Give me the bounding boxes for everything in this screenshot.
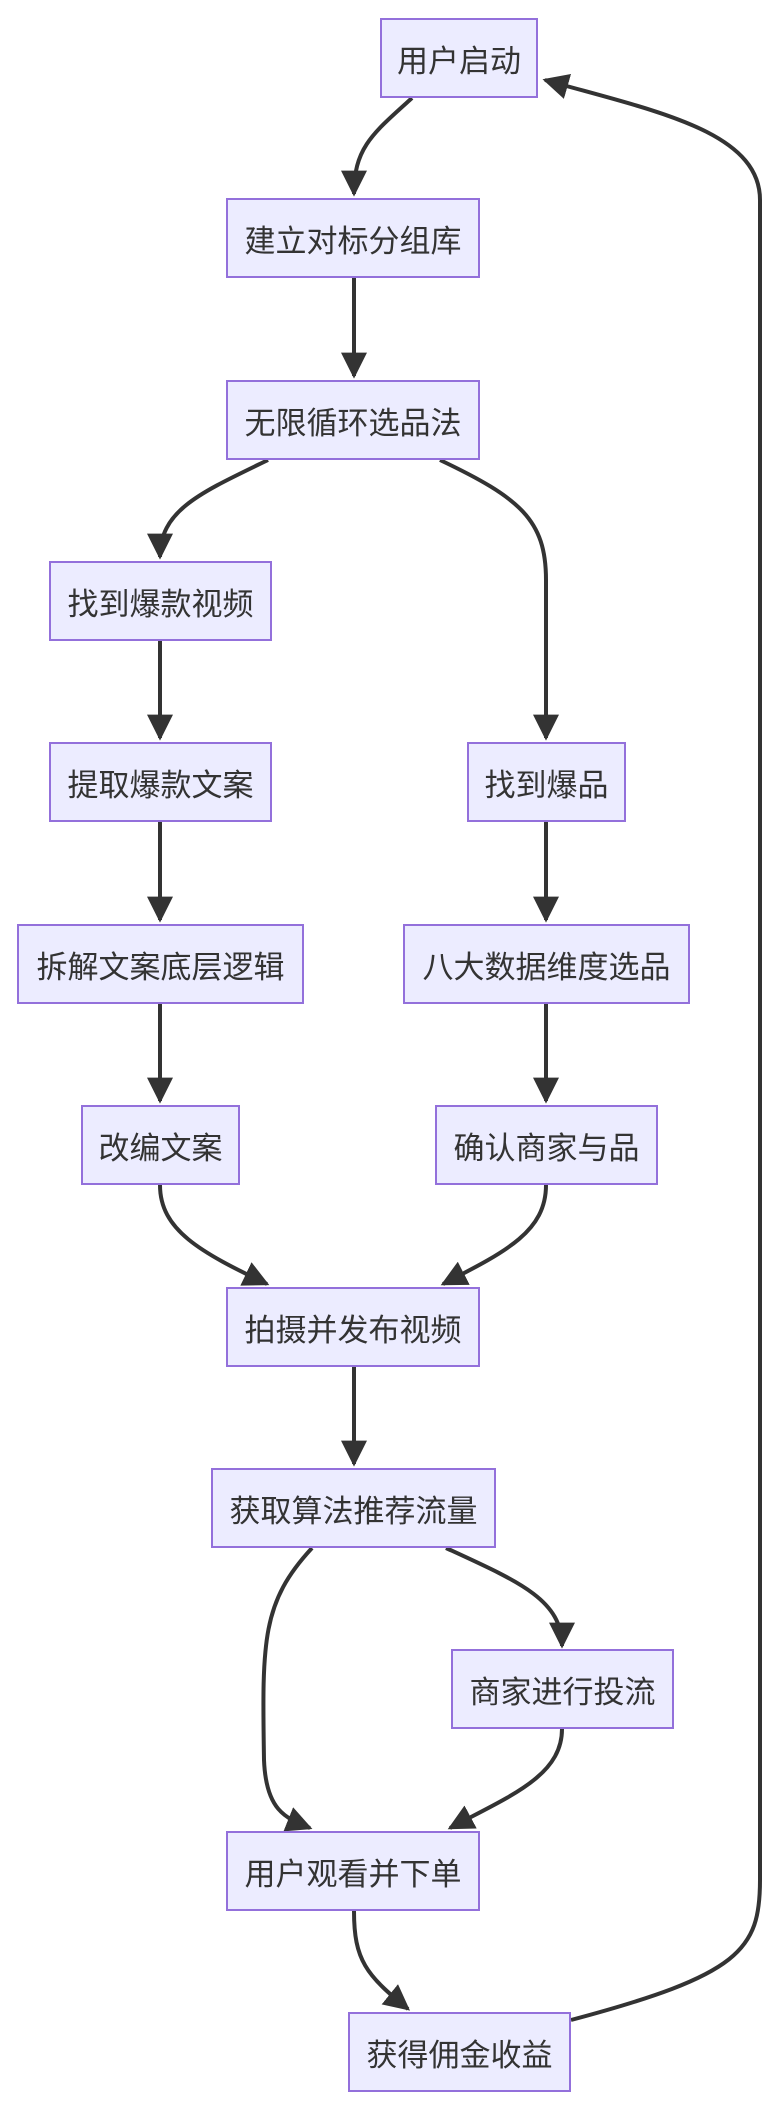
node-merchant-ad-spend: 商家进行投流: [451, 1649, 674, 1729]
edge-start-to-group: [341, 96, 414, 197]
node-extract-hit-copy: 提取爆款文案: [49, 742, 272, 822]
edge-merchant-to-buy: [447, 1728, 564, 1830]
edge-traffic-to-buy: [261, 1546, 314, 1832]
edge-adapt-to-shoot: [158, 1184, 270, 1286]
node-find-hit-video: 找到爆款视频: [49, 561, 272, 641]
node-eight-data-dimensions: 八大数据维度选品: [403, 924, 690, 1004]
edge-loop-to-find-video: [147, 458, 269, 560]
node-find-hit-product: 找到爆品: [467, 742, 626, 822]
node-build-benchmark-groups: 建立对标分组库: [226, 198, 480, 278]
node-user-watch-order: 用户观看并下单: [226, 1831, 480, 1911]
node-shoot-publish-video: 拍摄并发布视频: [226, 1287, 480, 1367]
edge-loop-to-find-product: [439, 458, 559, 741]
node-user-start: 用户启动: [380, 18, 538, 98]
edge-buy-to-commission: [352, 1910, 411, 2011]
node-confirm-merchant-product: 确认商家与品: [435, 1105, 658, 1185]
edge-traffic-to-merchant: [445, 1546, 575, 1649]
node-analyze-copy-logic: 拆解文案底层逻辑: [17, 924, 304, 1004]
node-earn-commission: 获得佣金收益: [348, 2012, 571, 2092]
node-get-algorithm-traffic: 获取算法推荐流量: [211, 1468, 496, 1548]
node-infinite-loop-selection: 无限循环选品法: [226, 380, 480, 460]
edge-confirm-to-shoot: [440, 1184, 548, 1286]
edge-commission-to-start: [542, 73, 762, 2022]
node-adapt-copy: 改编文案: [81, 1105, 240, 1185]
